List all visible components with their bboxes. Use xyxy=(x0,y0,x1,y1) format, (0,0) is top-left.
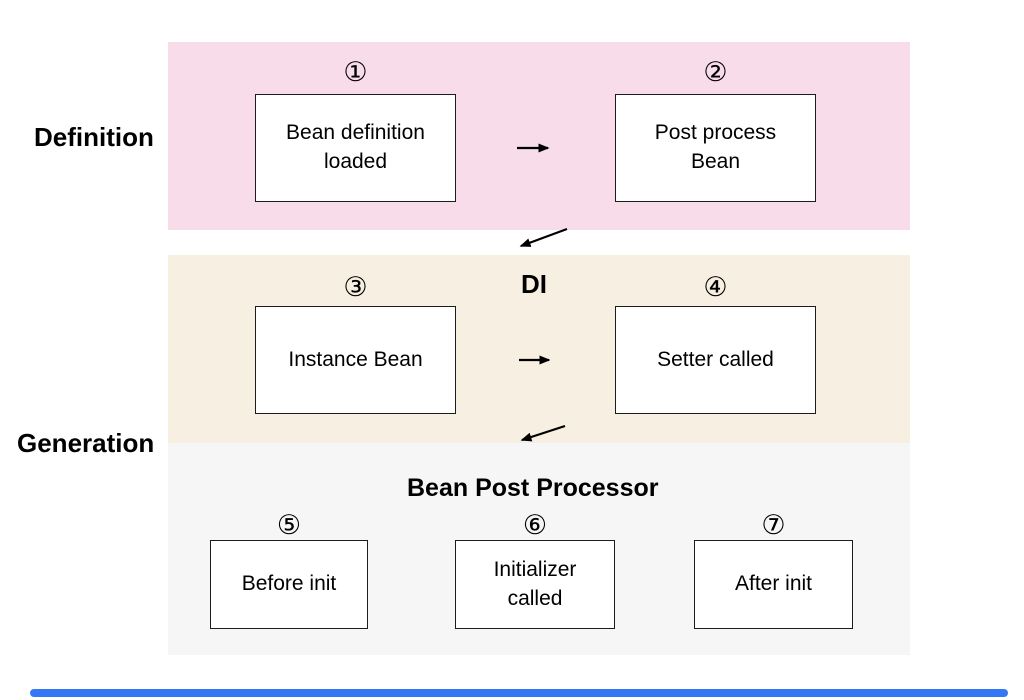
step-number-6: ⑥ xyxy=(522,510,548,540)
node-setter-called: ④ Setter called xyxy=(615,272,816,414)
band-label-di: DI xyxy=(521,269,547,299)
step-number-2: ② xyxy=(703,57,728,87)
band-label-bean-post-processor: Bean Post Processor xyxy=(407,474,659,502)
step-number-1: ① xyxy=(343,57,368,87)
node-post-process-bean: ② Post process Bean xyxy=(615,57,816,202)
node-box: After init xyxy=(694,540,853,629)
row-label-generation: Generation xyxy=(17,428,155,458)
node-initializer-called: ⑥ Initializer called xyxy=(455,510,615,629)
node-before-init: ⑤ Before init xyxy=(210,510,368,629)
node-instance-bean: ③ Instance Bean xyxy=(255,272,456,414)
node-box: Bean definition loaded xyxy=(255,94,456,202)
node-box: Setter called xyxy=(615,306,816,414)
node-box: Before init xyxy=(210,540,368,629)
step-number-5: ⑤ xyxy=(276,510,302,540)
row-label-definition: Definition xyxy=(34,122,154,152)
node-label: After init xyxy=(734,572,813,596)
node-box: Initializer called xyxy=(455,540,615,629)
node-label: Setter called xyxy=(657,347,774,371)
node-label: Bean definition loaded xyxy=(286,121,425,173)
arrow-2-to-3 xyxy=(519,227,568,248)
node-after-init: ⑦ After init xyxy=(694,510,853,629)
node-label: Before init xyxy=(241,572,337,596)
step-number-3: ③ xyxy=(343,272,368,302)
bottom-blue-bar xyxy=(30,689,1008,697)
node-label: Instance Bean xyxy=(288,347,423,371)
node-bean-definition-loaded: ① Bean definition loaded xyxy=(255,57,456,202)
node-box: Instance Bean xyxy=(255,306,456,414)
step-number-4: ④ xyxy=(703,272,728,302)
node-box: Post process Bean xyxy=(615,94,816,202)
step-number-7: ⑦ xyxy=(761,510,786,540)
node-label: Initializer called xyxy=(493,557,577,610)
node-label: Post process Bean xyxy=(654,121,777,173)
